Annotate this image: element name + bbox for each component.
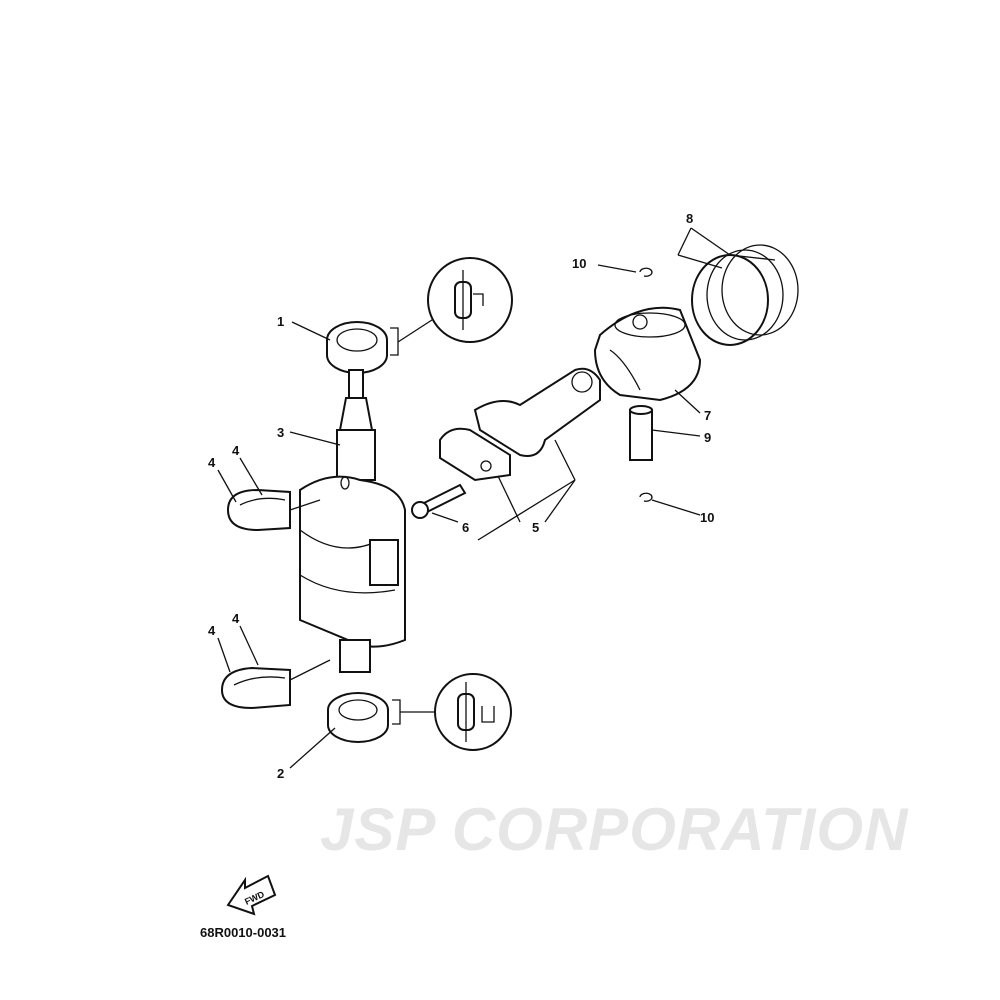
callout-7: 7 <box>704 408 711 423</box>
piston <box>593 306 702 402</box>
callout-4: 4 <box>208 455 216 470</box>
callout-9: 9 <box>704 430 711 445</box>
callout-10: 10 <box>572 256 586 271</box>
piston-rings <box>691 244 799 346</box>
piston-pin <box>629 405 653 461</box>
callout-2: 2 <box>277 766 284 781</box>
callout-3: 3 <box>277 425 284 440</box>
seal-detail-inset-upper <box>427 257 513 343</box>
rod-bolt <box>411 483 467 519</box>
callout-5: 5 <box>532 520 539 535</box>
fwd-arrow-icon: FWD <box>226 874 277 916</box>
callout-10: 10 <box>700 510 714 525</box>
clip-upper <box>639 267 653 277</box>
callout-1: 1 <box>277 314 284 329</box>
watermark: JSP CORPORATION <box>320 796 909 863</box>
oil-seal-upper <box>326 321 388 374</box>
callout-6: 6 <box>462 520 469 535</box>
callout-4: 4 <box>208 623 216 638</box>
callout-4: 4 <box>232 611 240 626</box>
leader-lines <box>217 227 776 769</box>
connecting-rod <box>439 367 601 482</box>
oil-seal-lower <box>327 692 389 743</box>
bearing-lower <box>220 666 291 710</box>
callout-4: 4 <box>232 443 240 458</box>
crankshaft <box>299 369 406 673</box>
bearing-upper <box>226 488 291 532</box>
callout-8: 8 <box>686 211 693 226</box>
clip-lower <box>639 492 653 502</box>
diagram-code: 68R0010-0031 <box>200 925 286 940</box>
seal-detail-inset-lower <box>434 673 512 751</box>
